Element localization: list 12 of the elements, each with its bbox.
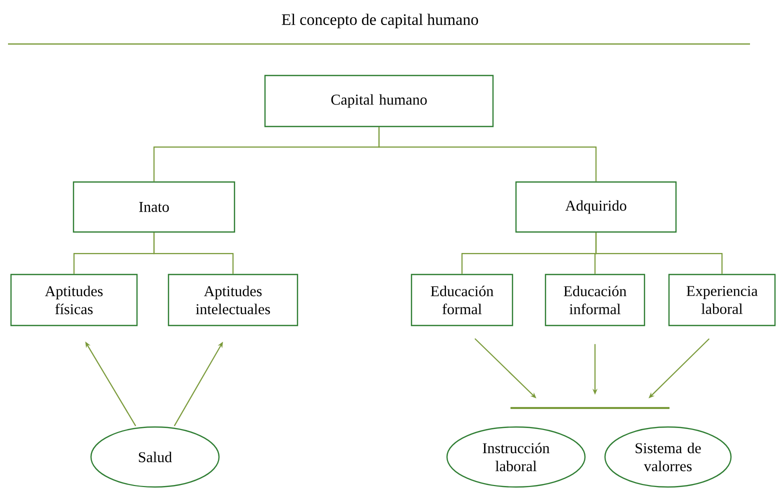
concept-box: Aptitudes físicas <box>10 274 138 326</box>
concept-box: Educación formal <box>410 274 514 326</box>
concept-box: Capital humano <box>264 74 494 128</box>
connector-line <box>153 232 234 274</box>
concept-box: Adquirido <box>515 181 677 233</box>
concept-box: Educación informal <box>544 274 646 326</box>
connector-line <box>378 127 597 182</box>
concept-box: Experiencia laboral <box>668 274 776 326</box>
concept-box: Aptitudes intelectuales <box>168 274 298 326</box>
connector-line <box>595 232 723 274</box>
title: El concepto de capital humano <box>282 14 478 28</box>
concept-box: Inato <box>72 181 236 233</box>
